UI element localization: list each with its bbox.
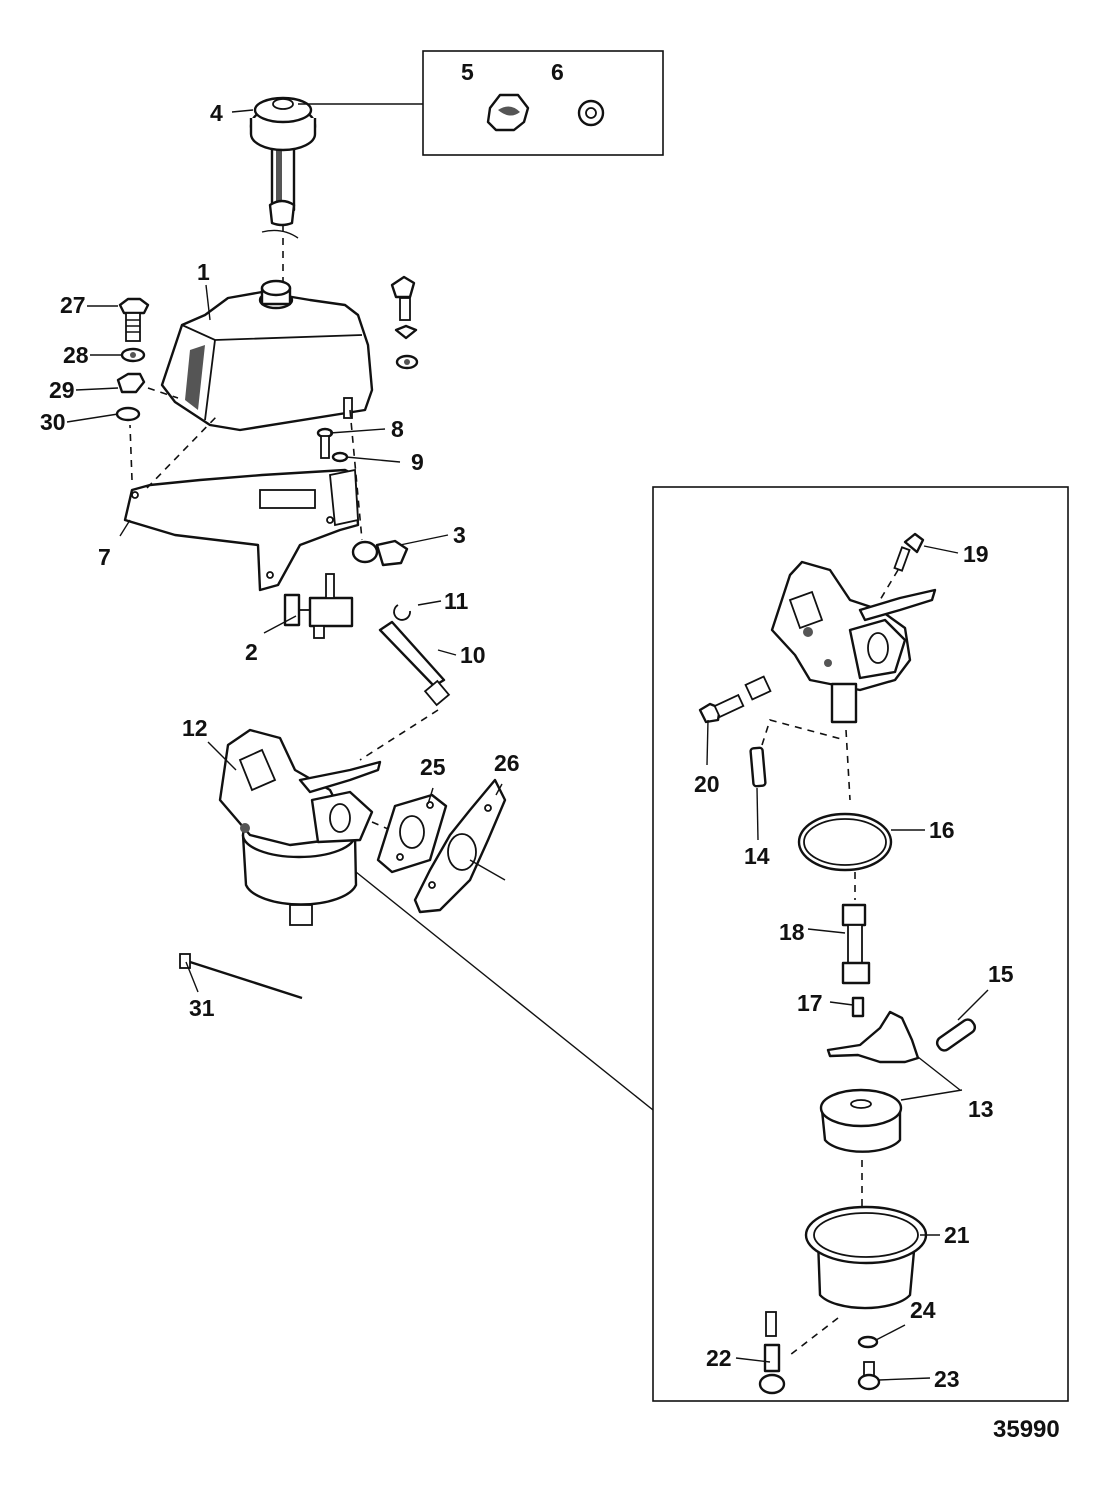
callout-19: 19: [963, 541, 989, 567]
fuel-line: [378, 620, 451, 707]
fuel-valve: [283, 573, 354, 639]
cap-options-box: [422, 50, 664, 156]
callout-29: 29: [49, 377, 75, 403]
float-bowl: [804, 1205, 928, 1310]
callout-24: 24: [910, 1297, 936, 1323]
callout-18: 18: [779, 919, 805, 945]
callout-6: 6: [551, 59, 564, 85]
callout-27: 27: [60, 292, 86, 318]
callout-17: 17: [797, 990, 823, 1016]
bowl-screw: [857, 1335, 881, 1391]
hose-clamp: [351, 539, 409, 567]
callout-4: 4: [210, 100, 223, 126]
callout-21: 21: [944, 1222, 970, 1248]
callout-2: 2: [245, 639, 258, 665]
insulator-plate: [413, 778, 507, 914]
fuel-tank: [160, 279, 374, 432]
screw-washer: [316, 427, 349, 463]
hardware-left: [115, 297, 150, 422]
main-jet: [841, 903, 871, 985]
idle-screw: [698, 675, 772, 724]
callout-15: 15: [988, 961, 1014, 987]
callout-1: 1: [197, 259, 210, 285]
screw-19: [893, 532, 925, 572]
vented-cap: [486, 93, 530, 132]
fuel-cap-assembly: [249, 96, 317, 227]
float-assembly: [819, 1010, 920, 1153]
float-pin-15: [935, 1018, 977, 1052]
callout-10: 10: [460, 642, 486, 668]
carburetor-detail-box: [652, 486, 1069, 1402]
callout-8: 8: [391, 416, 404, 442]
callout-12: 12: [182, 715, 208, 741]
callout-25: 25: [420, 754, 446, 780]
callout-14: 14: [744, 843, 770, 869]
callout-26: 26: [494, 750, 520, 776]
drain-screw: [758, 1311, 786, 1395]
figure-number: 35990: [993, 1416, 1060, 1443]
callout-5: 5: [461, 59, 474, 85]
float-pin: [749, 746, 767, 788]
callout-9: 9: [411, 449, 424, 475]
callout-11: 11: [444, 588, 469, 614]
carburetor: [218, 728, 382, 926]
cap-gasket: [577, 99, 605, 127]
callout-13: 13: [968, 1096, 994, 1122]
carburetor-body-detail: [770, 560, 937, 724]
callout-30: 30: [40, 409, 66, 435]
callout-16: 16: [929, 817, 955, 843]
hardware-right: [390, 275, 419, 370]
bowl-gasket: [797, 812, 893, 872]
callout-28: 28: [63, 342, 89, 368]
carburetor-gasket: [376, 793, 448, 874]
callout-3: 3: [453, 522, 466, 548]
tank-bracket: [123, 468, 360, 592]
callout-22: 22: [706, 1345, 732, 1371]
callout-7: 7: [98, 544, 111, 570]
choke-rod: [179, 953, 303, 1000]
needle-valve: [851, 996, 865, 1018]
callout-23: 23: [934, 1366, 960, 1392]
callout-31: 31: [189, 995, 215, 1021]
callout-20: 20: [694, 771, 720, 797]
